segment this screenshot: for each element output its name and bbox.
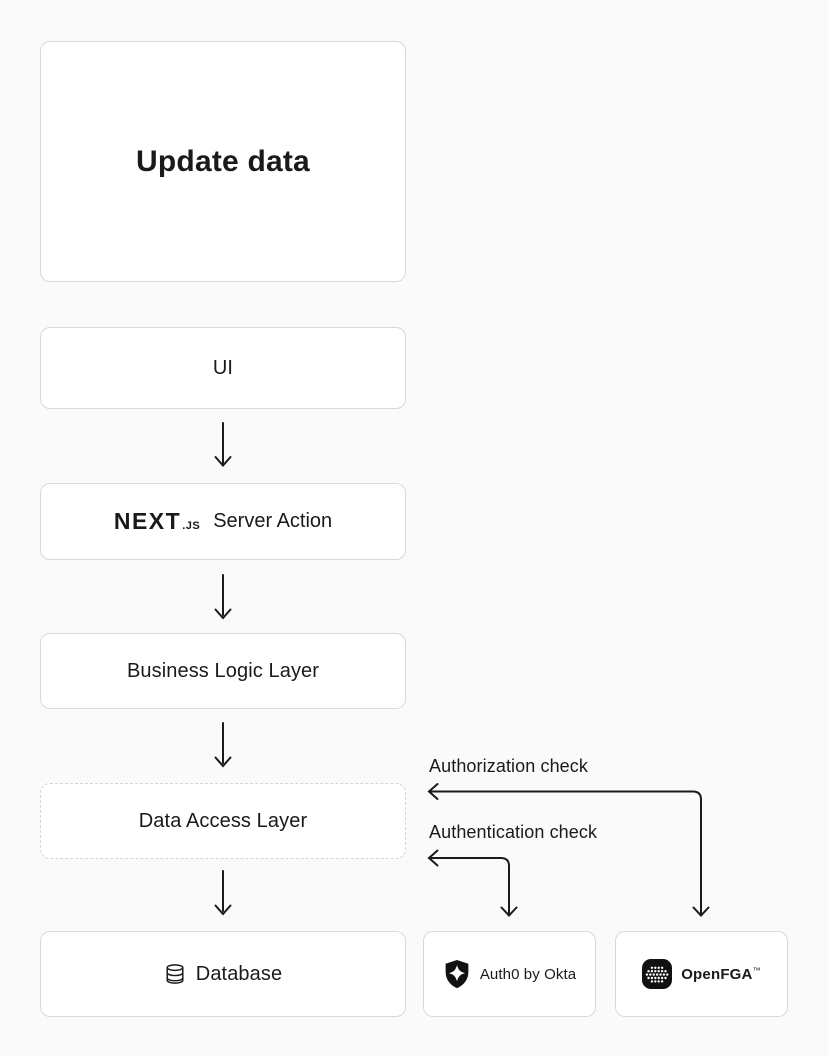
auth0-shield-icon: [443, 959, 471, 989]
arrow-data-access-to-database: [214, 870, 232, 916]
arrow-authorization-check: [427, 783, 710, 917]
openfga-label: OpenFGA™: [681, 965, 761, 983]
server-action-content: NEXT.JS Server Action: [114, 508, 332, 535]
node-database: Database: [40, 931, 406, 1017]
arrow-authentication-check: [427, 849, 518, 917]
arrow-business-logic-to-data-access: [214, 722, 232, 768]
node-business-logic-layer: Business Logic Layer: [40, 633, 406, 709]
node-openfga: OpenFGA™: [615, 931, 788, 1017]
server-action-label: Server Action: [213, 510, 333, 532]
data-access-label: Data Access Layer: [138, 810, 308, 832]
node-update-data: Update data: [40, 41, 406, 282]
nextjs-logo: NEXT.JS: [113, 508, 201, 534]
auth0-content: Auth0 by Okta: [443, 959, 576, 989]
node-auth0: Auth0 by Okta: [423, 931, 596, 1017]
openfga-dots-icon: [642, 959, 673, 989]
database-cylinder-icon: [164, 963, 186, 985]
node-data-access-layer: Data Access Layer: [40, 783, 406, 859]
database-content: Database: [164, 962, 282, 986]
authentication-check-label: Authentication check: [429, 822, 598, 842]
node-server-action: NEXT.JS Server Action: [40, 483, 406, 560]
business-logic-label: Business Logic Layer: [126, 660, 320, 682]
authorization-check-label: Authorization check: [429, 756, 588, 776]
openfga-trademark: ™: [752, 965, 761, 975]
node-ui: UI: [40, 327, 406, 409]
auth0-label: Auth0 by Okta: [479, 965, 577, 983]
openfga-content: OpenFGA™: [642, 959, 761, 989]
database-label: Database: [195, 963, 283, 985]
arrow-server-action-to-business-logic: [214, 574, 232, 620]
arrow-ui-to-server-action: [214, 422, 232, 468]
ui-label: UI: [212, 357, 234, 379]
update-data-label: Update data: [136, 144, 310, 178]
